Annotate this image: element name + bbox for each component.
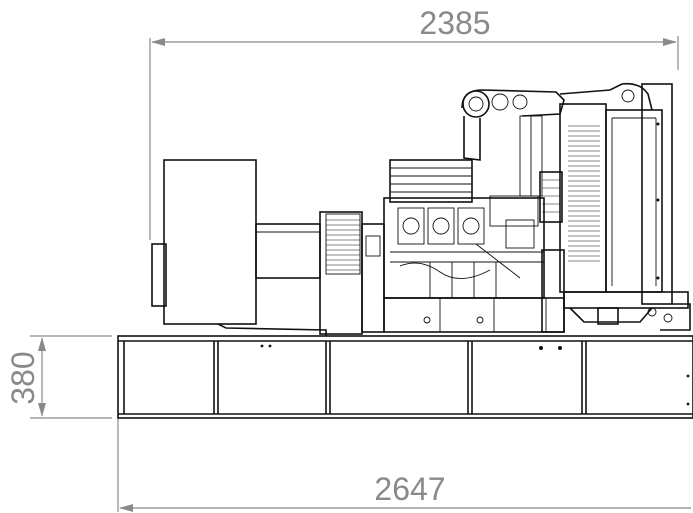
bottom-width-dimension: 2647 bbox=[117, 418, 691, 512]
radiator-core bbox=[568, 125, 600, 262]
base-height-label: 380 bbox=[5, 351, 41, 404]
engine bbox=[361, 159, 565, 333]
base-height-dimension: 380 bbox=[5, 335, 112, 419]
turbo-piping bbox=[461, 82, 653, 197]
base-frame bbox=[117, 335, 693, 419]
top-width-dimension: 2385 bbox=[149, 5, 679, 240]
alternator bbox=[151, 159, 363, 336]
radiator bbox=[539, 83, 691, 331]
coupling-fan-guard bbox=[325, 213, 361, 275]
bottom-width-label: 2647 bbox=[374, 471, 445, 507]
top-width-label: 2385 bbox=[419, 5, 490, 41]
